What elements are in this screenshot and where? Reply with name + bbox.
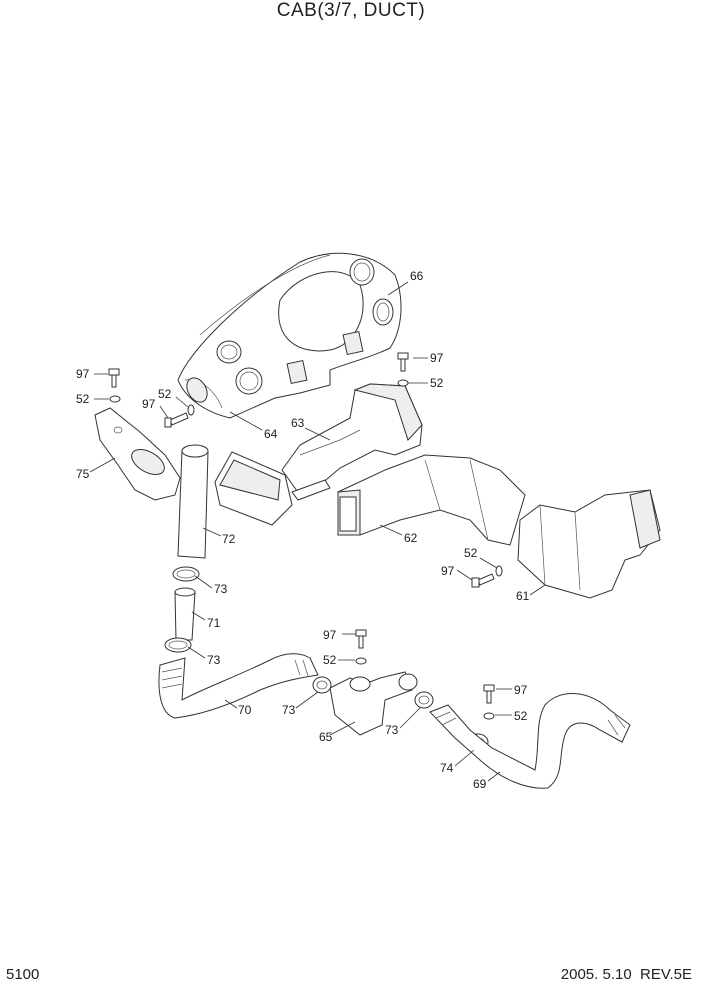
callout-69: 69: [473, 777, 487, 791]
part-73-clamp-lower: [164, 637, 192, 653]
part-71-tube: [174, 587, 196, 641]
callout-73: 73: [207, 653, 221, 667]
part-73-clamp-left: [312, 676, 332, 694]
callout-63: 63: [291, 416, 305, 430]
callout-97: 97: [76, 367, 90, 381]
part-97-bolt-2: [164, 412, 189, 428]
part-66-dash-panel: [177, 252, 402, 419]
revision-date: 2005. 5.10 REV.5E: [560, 966, 692, 983]
part-97-bolt-3: [397, 352, 409, 372]
callout-97: 97: [142, 397, 156, 411]
callout-73: 73: [282, 703, 296, 717]
part-70-hose: [158, 653, 319, 719]
callout-52: 52: [76, 392, 90, 406]
part-52-washer-5: [355, 657, 367, 665]
callout-75: 75: [76, 467, 90, 481]
part-63-upper-duct: [281, 383, 423, 501]
part-52-washer-2: [187, 404, 195, 416]
leader-lines: [89, 281, 546, 782]
callout-52: 52: [464, 546, 478, 560]
callout-62: 62: [404, 531, 418, 545]
callout-70: 70: [238, 703, 252, 717]
callout-52: 52: [514, 709, 528, 723]
part-72-hose: [177, 444, 209, 559]
callout-71: 71: [207, 616, 221, 630]
part-65-y-connector: [329, 671, 418, 736]
callout-65: 65: [319, 730, 333, 744]
part-52-washer-1: [109, 395, 121, 403]
callout-64: 64: [264, 427, 278, 441]
part-97-bolt-1: [108, 368, 120, 388]
part-52-washer-6: [483, 712, 495, 720]
part-69-hose: [429, 693, 631, 789]
callout-97: 97: [514, 683, 528, 697]
part-outlet-box: [214, 451, 293, 526]
diagram-title: CAB(3/7, DUCT): [276, 0, 426, 21]
callout-97: 97: [441, 564, 455, 578]
callout-97: 97: [430, 351, 444, 365]
callout-52: 52: [323, 653, 337, 667]
part-97-bolt-5: [355, 629, 367, 649]
part-97-bolt-4: [471, 573, 495, 588]
part-73-clamp-right: [414, 691, 434, 709]
part-75-bracket: [94, 407, 181, 501]
part-62-main-duct: [337, 454, 526, 546]
page-number: 5100: [6, 966, 40, 983]
callout-74: 74: [440, 761, 454, 775]
callout-61: 61: [516, 589, 530, 603]
part-52-washer-4: [495, 565, 503, 577]
callout-73: 73: [214, 582, 228, 596]
callout-52: 52: [158, 387, 172, 401]
part-61-right-duct: [517, 489, 661, 599]
callout-52: 52: [430, 376, 444, 390]
part-97-bolt-6: [483, 684, 495, 704]
part-52-washer-3: [397, 379, 409, 387]
callout-97: 97: [323, 628, 337, 642]
callout-73: 73: [385, 723, 399, 737]
part-73-clamp-upper: [172, 566, 200, 582]
callout-72: 72: [222, 532, 236, 546]
callout-66: 66: [410, 269, 424, 283]
